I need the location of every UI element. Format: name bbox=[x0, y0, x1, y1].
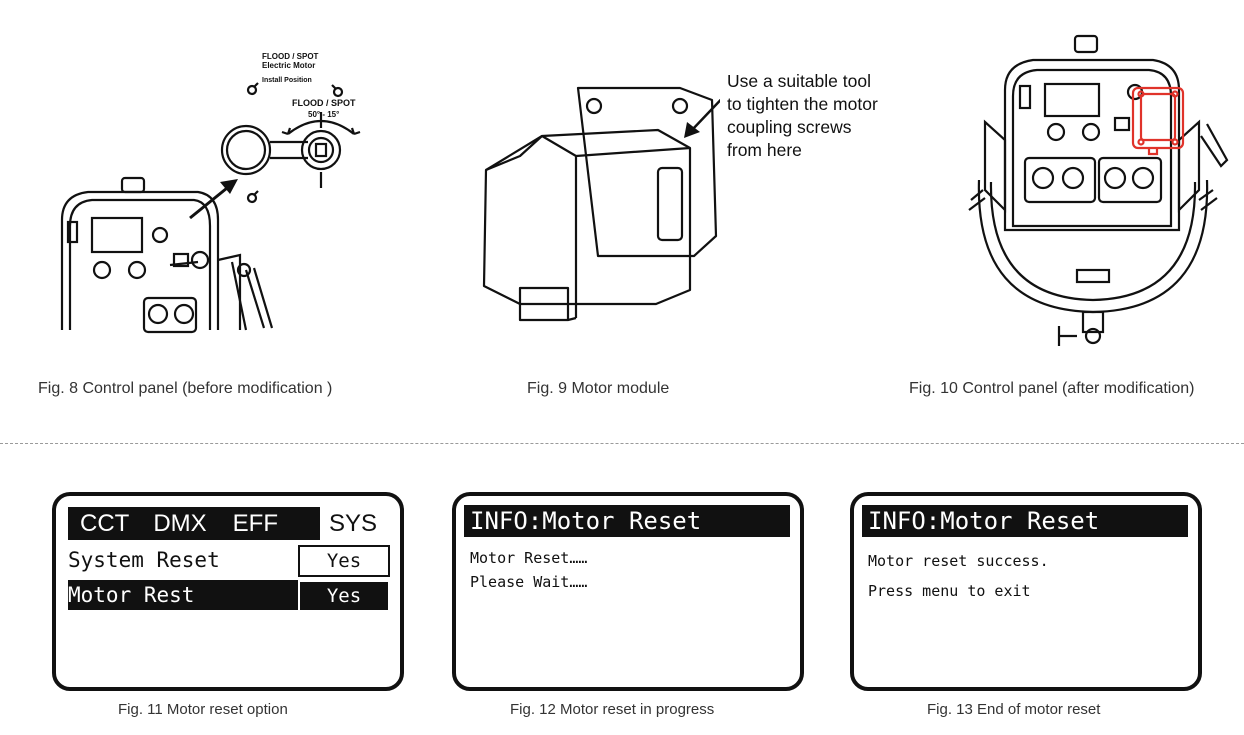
system-reset-row: System Reset Yes bbox=[68, 545, 390, 577]
install-label: Install Position bbox=[262, 77, 312, 84]
menu-tab-bar: CCT DMX EFF SYS bbox=[68, 507, 386, 540]
tab-eff: EFF bbox=[232, 509, 278, 537]
range-label: 50° - 15° bbox=[308, 110, 339, 119]
motor-module-drawing bbox=[482, 86, 733, 322]
fig11-lcd-screen: CCT DMX EFF SYS System Reset Yes Motor R… bbox=[52, 492, 404, 691]
flood-spot-label: FLOOD / SPOT bbox=[292, 98, 356, 108]
motor-rest-label: Motor Rest bbox=[68, 583, 195, 607]
success-line: Motor reset success. bbox=[868, 552, 1049, 570]
control-panel-before-drawing: FLOOD / SPOT Electric Motor Install Posi… bbox=[60, 52, 361, 334]
exit-hint-line: Press menu to exit bbox=[868, 582, 1031, 600]
tab-sys: SYS bbox=[328, 509, 378, 537]
wait-line: Please Wait…… bbox=[470, 573, 588, 591]
info-header: INFO:Motor Reset bbox=[862, 505, 1188, 537]
motor-rest-row: Motor Rest Yes bbox=[68, 580, 390, 612]
tab-dmx: DMX bbox=[153, 509, 207, 537]
fig13-lcd-screen: INFO:Motor Reset Motor reset success. Pr… bbox=[850, 492, 1202, 691]
fig13-caption: Fig. 13 End of motor reset bbox=[927, 701, 1101, 718]
fig8-illustration: FLOOD / SPOT Electric Motor Install Posi… bbox=[40, 30, 390, 340]
fig9-caption: Fig. 9 Motor module bbox=[527, 380, 670, 397]
fig12-caption: Fig. 12 Motor reset in progress bbox=[510, 701, 715, 718]
motor-label-line1: FLOOD / SPOT bbox=[262, 52, 319, 61]
info-header: INFO:Motor Reset bbox=[464, 505, 790, 537]
system-reset-label: System Reset bbox=[68, 548, 220, 572]
motor-label-line2: Electric Motor bbox=[262, 61, 315, 70]
fig10-illustration bbox=[965, 30, 1235, 350]
fig12-lcd-screen: INFO:Motor Reset Motor Reset…… Please Wa… bbox=[452, 492, 804, 691]
fig8-caption: Fig. 8 Control panel (before modificatio… bbox=[38, 380, 333, 397]
tab-cct: CCT bbox=[80, 509, 130, 537]
callout-line: to tighten the motor bbox=[727, 94, 878, 114]
unselected-tabs: CCT DMX EFF bbox=[68, 507, 320, 540]
fig11-caption: Fig. 11 Motor reset option bbox=[118, 701, 288, 718]
fig9-illustration bbox=[480, 60, 733, 330]
section-divider bbox=[0, 443, 1244, 444]
fig9-callout: Use a suitable tool to tighten the motor… bbox=[727, 70, 878, 162]
system-reset-value: Yes bbox=[298, 545, 390, 577]
fig10-caption: Fig. 10 Control panel (after modificatio… bbox=[909, 380, 1195, 397]
motor-rest-value: Yes bbox=[298, 580, 390, 612]
control-panel-after-drawing bbox=[968, 34, 1229, 346]
progress-line: Motor Reset…… bbox=[470, 549, 588, 567]
callout-line: coupling screws bbox=[727, 117, 852, 137]
callout-line: from here bbox=[727, 140, 802, 160]
callout-line: Use a suitable tool bbox=[727, 71, 871, 91]
